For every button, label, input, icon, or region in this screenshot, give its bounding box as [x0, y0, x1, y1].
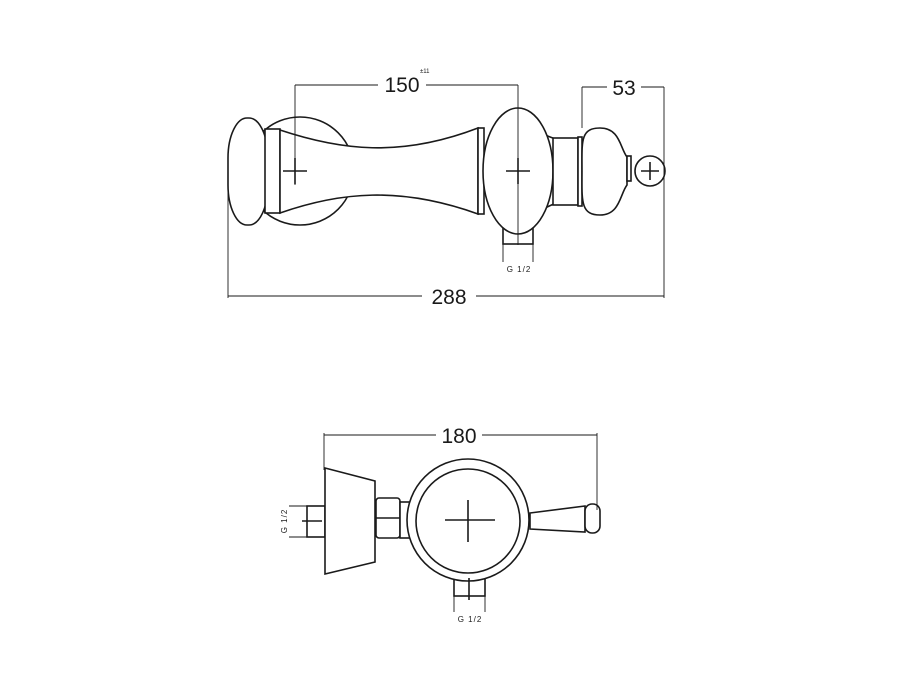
dim-handle-label: 53: [612, 77, 635, 100]
left-end-cap: [227, 117, 269, 226]
front-view: 150 ±11 53 288 G 1/2: [227, 69, 666, 309]
center-marks-top: [302, 500, 495, 600]
dim-depth-label: 180: [441, 425, 476, 448]
outlet-thread-label: G 1/2: [507, 265, 532, 274]
dimension-lines-top: [289, 433, 598, 612]
lever-arm: [529, 505, 586, 533]
mixer-body: [279, 126, 479, 216]
inlet-thread-label: G 1/2: [280, 509, 289, 534]
left-band: [264, 128, 281, 214]
top-view: 180 G 1/2 G 1/2: [280, 425, 601, 624]
dim-overall-label: 288: [431, 286, 466, 309]
handle-neck: [552, 137, 579, 206]
lever-ball: [584, 503, 601, 534]
wall-escutcheon: [324, 466, 376, 576]
handle-collar: [626, 155, 632, 182]
handle-knob: [581, 127, 628, 216]
outlet-thread-label-top: G 1/2: [458, 615, 483, 624]
dimension-lines: [227, 84, 665, 298]
dim-tolerance-label: ±11: [420, 69, 430, 75]
dim-centers-label: 150: [384, 74, 419, 97]
